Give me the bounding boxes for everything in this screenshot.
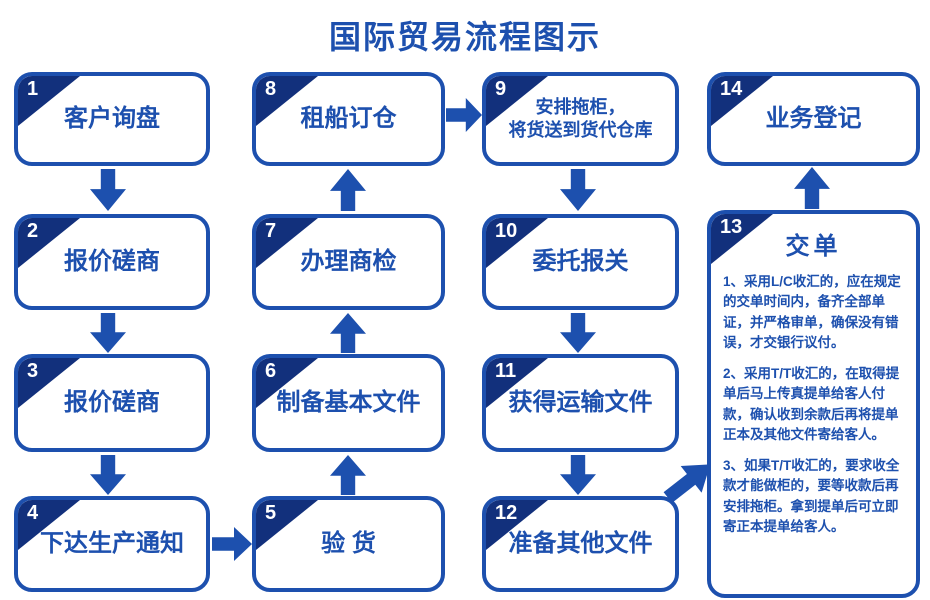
flow-box-8: 8 租船订仓 — [252, 72, 445, 166]
step-label-8: 租船订仓 — [300, 105, 397, 133]
down-arrow-11-to-12-icon — [560, 455, 596, 495]
step-number-1: 1 — [27, 78, 39, 100]
step-number-11: 11 — [495, 360, 517, 382]
flow-box-5: 5 验 货 — [252, 496, 445, 592]
step-label-11: 获得运输文件 — [508, 389, 653, 417]
step-number-2: 2 — [27, 220, 39, 242]
flow-box-11: 11 获得运输文件 — [482, 354, 679, 452]
flow-box-6: 6 制备基本文件 — [252, 354, 445, 452]
step-number-10: 10 — [495, 220, 518, 242]
up-arrow-13-to-14-icon — [794, 167, 830, 209]
step-number-9: 9 — [495, 78, 507, 100]
flow-box-7: 7 办理商检 — [252, 214, 445, 310]
step-label-6: 制备基本文件 — [276, 389, 421, 417]
step-label-2: 报价磋商 — [64, 248, 160, 276]
flow-box-4: 4 下达生产通知 — [14, 496, 210, 592]
up-arrow-7-to-8-icon — [330, 169, 366, 211]
step-number-6: 6 — [265, 360, 277, 382]
down-arrow-3-to-4-icon — [90, 455, 126, 495]
up-arrow-6-to-7-icon — [330, 313, 366, 353]
flow-box-12: 12 准备其他文件 — [482, 496, 679, 592]
step-label-13: 交单 — [785, 233, 842, 260]
step-number-14: 14 — [720, 78, 743, 100]
step-label-12: 准备其他文件 — [508, 530, 653, 558]
flow-box-10: 10 委托报关 — [482, 214, 679, 310]
step-label-9-line2: 将货送到货代仓库 — [508, 120, 653, 140]
step-number-3: 3 — [27, 360, 39, 382]
box-13-paragraph-2: 2、采用T/T收汇的，在取得提单后马上传真提单给客人付款，确认收到余款后再将提单… — [723, 366, 900, 442]
flow-box-2: 2 报价磋商 — [14, 214, 210, 310]
step-number-4: 4 — [27, 502, 39, 524]
right-arrow-4-to-5-icon — [212, 527, 252, 561]
step-number-5: 5 — [265, 502, 277, 524]
diagram-title: 国际贸易流程图示 — [328, 19, 601, 55]
step-label-5: 验 货 — [321, 530, 376, 558]
flow-box-3: 3 报价磋商 — [14, 354, 210, 452]
step-label-7: 办理商检 — [300, 248, 397, 276]
step-number-13: 13 — [720, 216, 743, 238]
flow-box-13: 13 交单 1、采用L/C收汇的，应在规定的交单时间内，备齐全部单证，并严格审单… — [707, 210, 920, 598]
box-13-paragraph-3: 3、如果T/T收汇的，要求收全款才能做柜的，要等收款后再安排拖柜。拿到提单后可立… — [723, 458, 900, 534]
step-label-10: 委托报关 — [532, 248, 629, 276]
right-arrow-8-to-9-icon — [446, 98, 482, 132]
up-arrow-5-to-6-icon — [330, 455, 366, 495]
step-label-9-line1: 安排拖柜， — [535, 96, 626, 117]
down-arrow-10-to-11-icon — [560, 313, 596, 353]
step-number-7: 7 — [265, 220, 277, 242]
box-13-paragraph-1: 1、采用L/C收汇的，应在规定的交单时间内，备齐全部单证，并严格审单，确保没有错… — [723, 274, 901, 350]
down-arrow-9-to-10-icon — [560, 169, 596, 211]
step-number-12: 12 — [495, 502, 518, 524]
flow-box-1: 1 客户询盘 — [14, 72, 210, 166]
step-label-3: 报价磋商 — [64, 389, 160, 417]
down-arrow-1-to-2-icon — [90, 169, 126, 211]
step-label-1: 客户询盘 — [64, 105, 160, 133]
down-arrow-2-to-3-icon — [90, 313, 126, 353]
step-label-14: 业务登记 — [765, 105, 862, 133]
step-number-8: 8 — [265, 78, 277, 100]
step-label-9: 安排拖柜， 将货送到货代仓库 — [486, 76, 675, 162]
flow-box-14: 14 业务登记 — [707, 72, 920, 166]
step-label-4: 下达生产通知 — [40, 530, 184, 558]
flow-box-9: 9 安排拖柜， 将货送到货代仓库 — [482, 72, 679, 166]
